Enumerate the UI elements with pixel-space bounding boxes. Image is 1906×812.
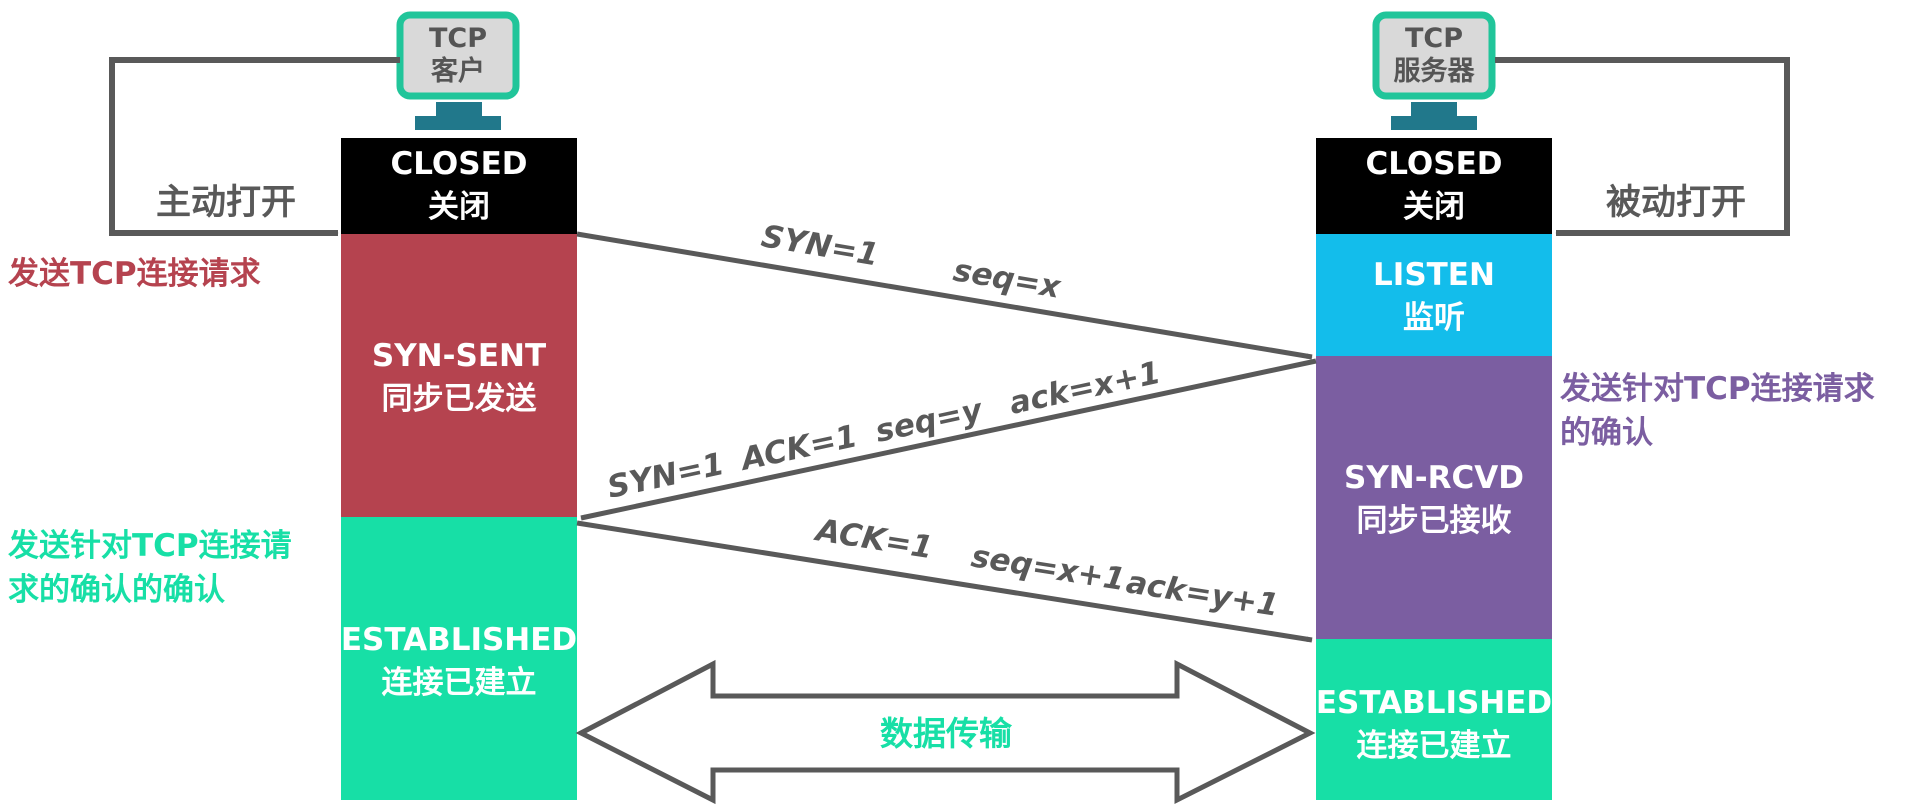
server-computer-icon: TCP 服务器 — [1372, 11, 1496, 130]
active-open-label: 主动打开 — [156, 183, 296, 223]
server-listen-block — [1316, 234, 1552, 356]
note-send-request: 发送TCP连接请求 — [7, 256, 261, 292]
client-established-zh: 连接已建立 — [382, 665, 537, 701]
note-ack-request-line1: 发送针对TCP连接请求 — [1559, 371, 1875, 407]
syn-ack-arrow — [580, 358, 1317, 521]
server-syn-rcvd-block — [1316, 356, 1552, 639]
server-established-en: ESTABLISHED — [1316, 685, 1552, 721]
server-closed-block — [1316, 138, 1552, 234]
syn-arrow — [576, 231, 1313, 360]
active-open-arrow — [109, 57, 400, 236]
client-closed-block — [341, 138, 577, 234]
client-computer-label-2: 客户 — [431, 55, 485, 87]
passive-open-label: 被动打开 — [1606, 183, 1746, 223]
data-transfer-arrow — [575, 659, 1316, 805]
client-syn-sent-zh: 同步已发送 — [382, 381, 537, 417]
msg3-ack-label: ACK=1 — [811, 512, 936, 566]
note-ack-ack-line1: 发送针对TCP连接请 — [7, 528, 292, 564]
client-established-en: ESTABLISHED — [341, 622, 577, 658]
server-computer-label-1: TCP — [1405, 23, 1463, 54]
client-syn-sent-block — [341, 234, 577, 517]
note-ack-ack-line2: 求的确认的确认 — [8, 572, 225, 608]
client-syn-sent-en: SYN-SENT — [372, 338, 546, 374]
server-closed-zh: 关闭 — [1403, 189, 1465, 225]
server-established-zh: 连接已建立 — [1357, 728, 1512, 764]
server-syn-rcvd-zh: 同步已接收 — [1357, 503, 1512, 539]
client-computer-label-1: TCP — [429, 23, 487, 54]
client-closed-en: CLOSED — [391, 146, 528, 182]
note-ack-request-line2: 的确认 — [1560, 415, 1653, 451]
client-closed-zh: 关闭 — [428, 189, 490, 225]
server-computer-label-2: 服务器 — [1394, 56, 1476, 87]
server-syn-rcvd-en: SYN-RCVD — [1344, 460, 1524, 496]
passive-open-arrow — [1495, 57, 1790, 236]
server-closed-en: CLOSED — [1366, 146, 1503, 182]
msg2-syn-label: SYN=1 — [604, 446, 727, 506]
server-established-block — [1316, 639, 1552, 800]
server-listen-en: LISTEN — [1373, 257, 1495, 293]
client-established-block — [341, 517, 577, 800]
data-transfer-label: 数据传输 — [880, 714, 1013, 753]
client-computer-icon: TCP 客户 — [396, 11, 520, 130]
server-listen-zh: 监听 — [1403, 300, 1465, 336]
ack-arrow — [576, 520, 1313, 643]
